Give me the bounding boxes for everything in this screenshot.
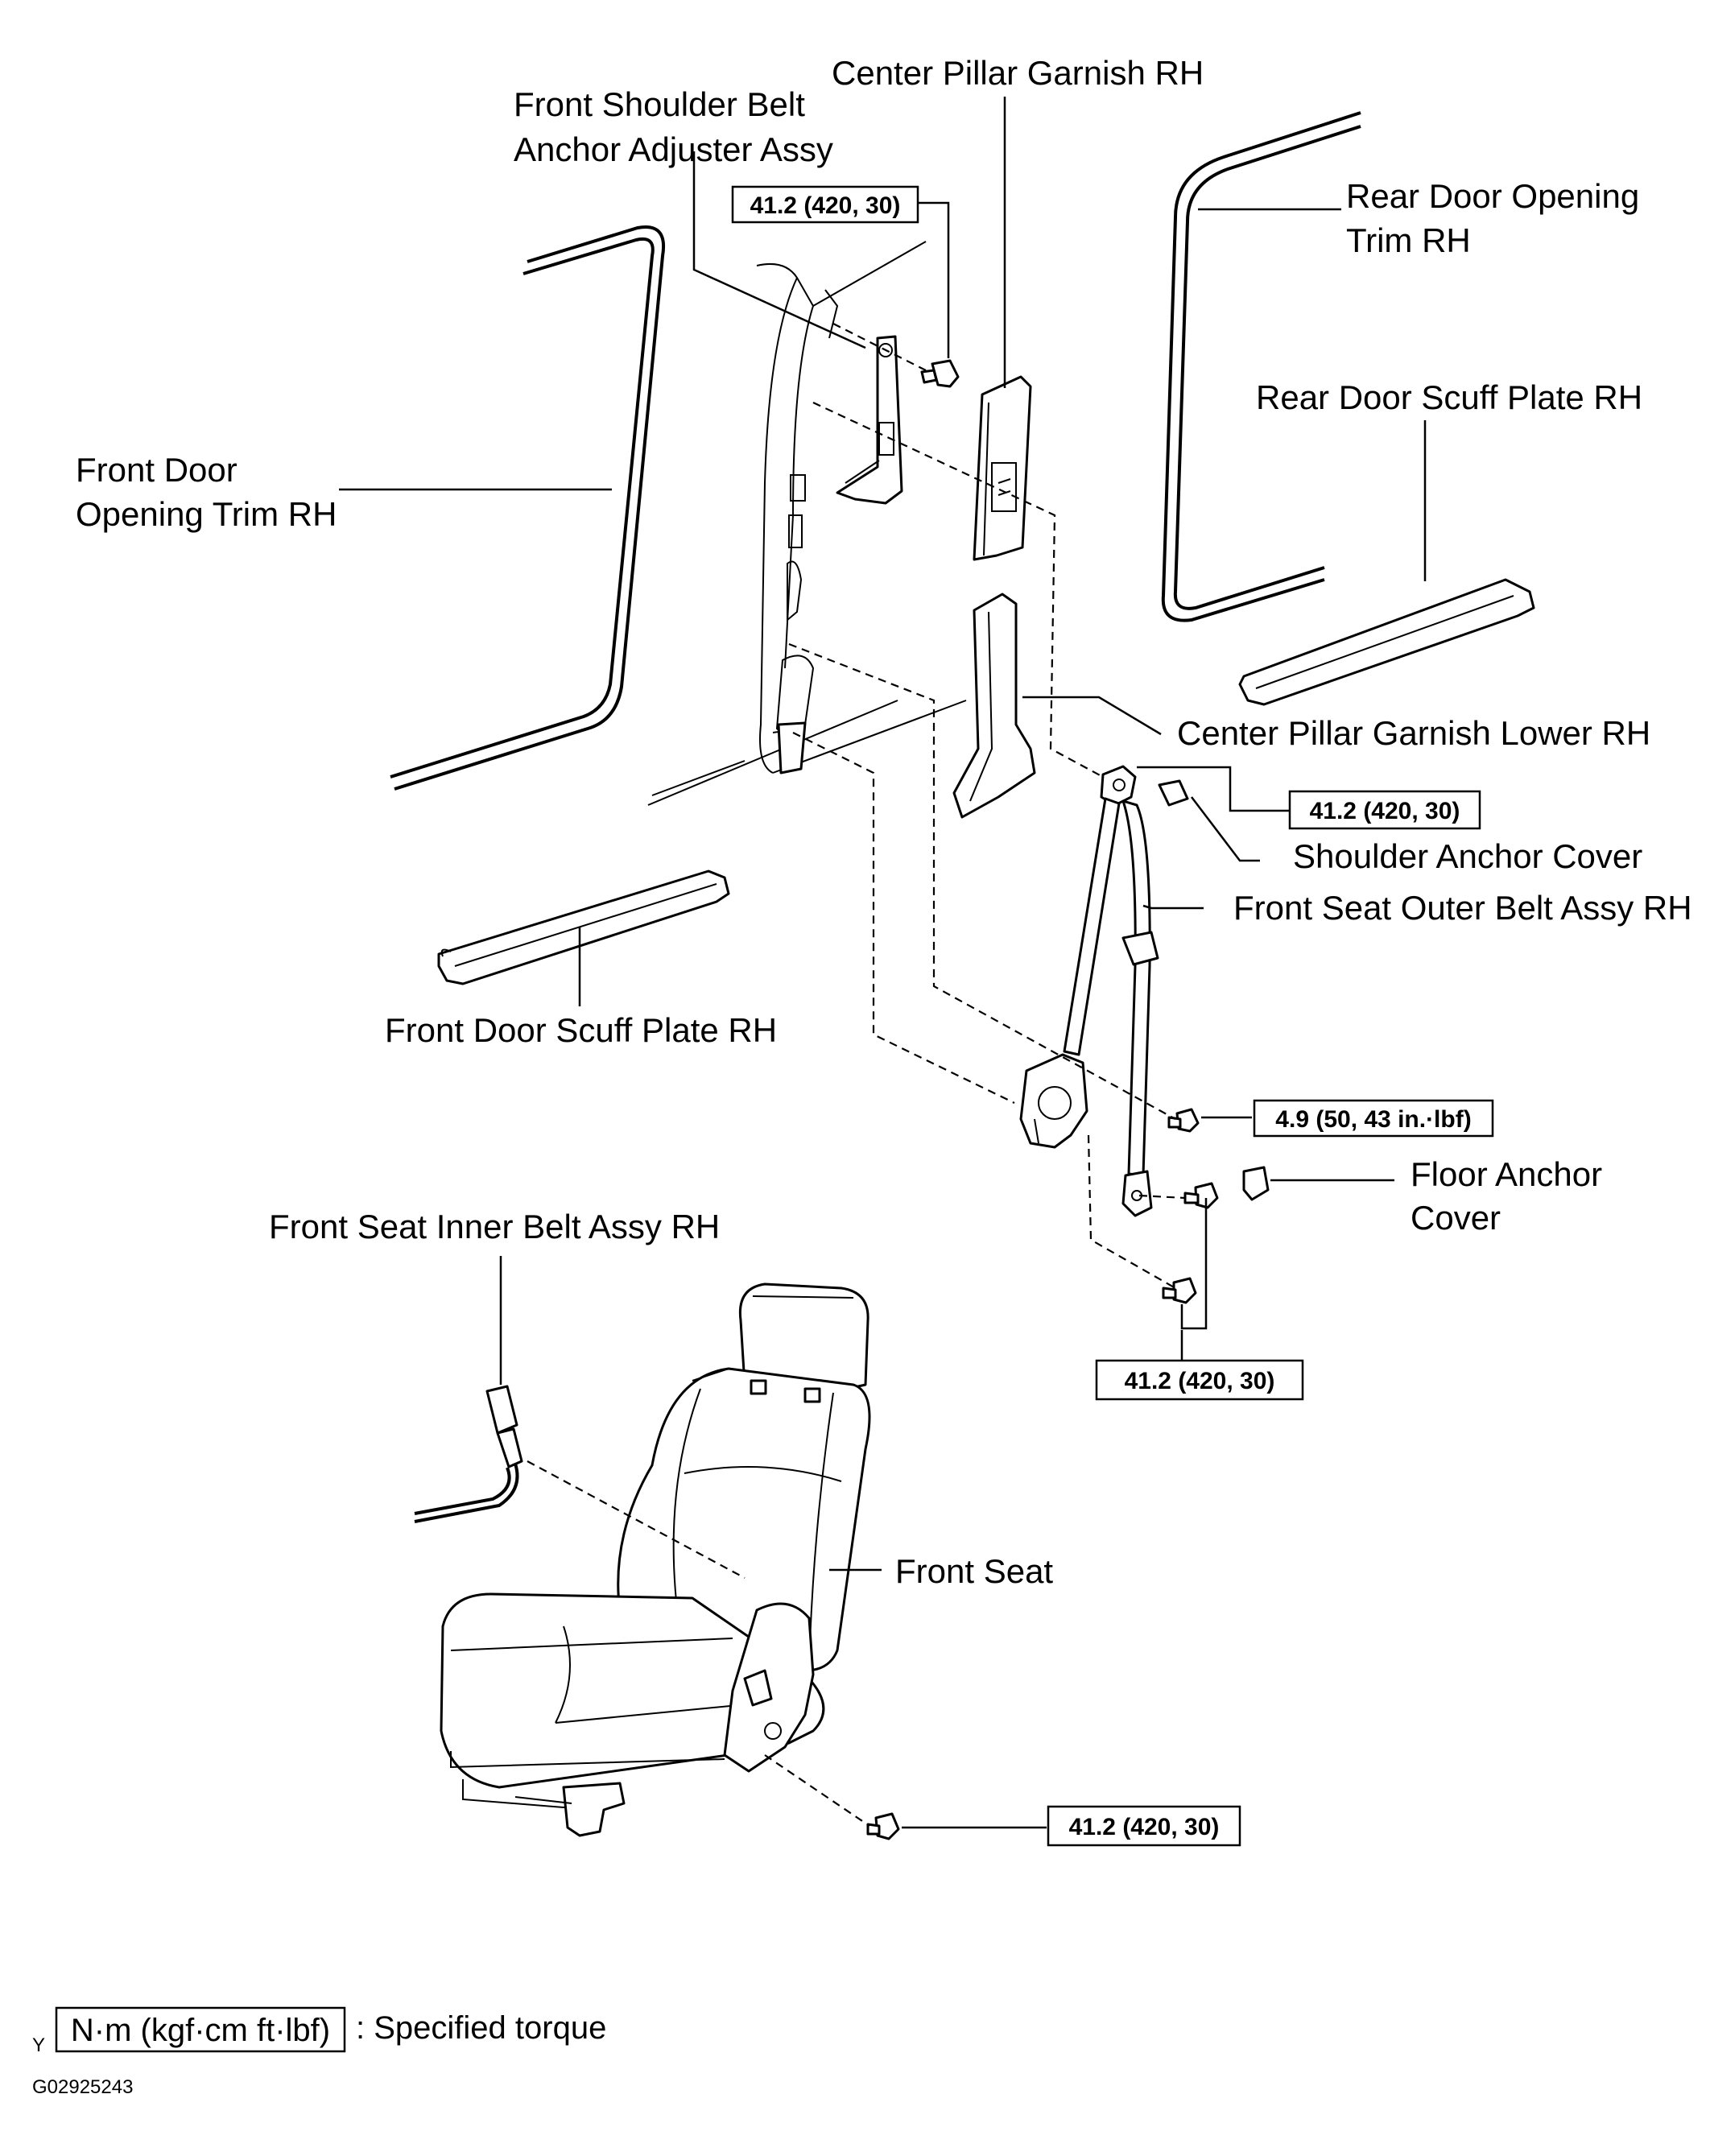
front-seat xyxy=(440,1282,871,1837)
svg-text:41.2 (420, 30): 41.2 (420, 30) xyxy=(1310,798,1460,824)
shoulder-belt-anchor-adjuster xyxy=(836,335,903,505)
label-pillar-lower: Center Pillar Garnish Lower RH xyxy=(1177,714,1650,752)
rear-door-scuff-plate xyxy=(1238,578,1535,706)
front-seat-outer-belt xyxy=(1019,765,1159,1217)
label-front-door-trim-line1: Front Door xyxy=(76,451,238,489)
legend-marker: Y xyxy=(32,2034,45,2056)
label-floor-cover-line1: Floor Anchor xyxy=(1411,1155,1602,1193)
label-shoulder-adjuster-line1: Front Shoulder Belt xyxy=(514,85,805,123)
floor-anchor-bolt-lower xyxy=(1162,1277,1197,1304)
seat-bolt xyxy=(866,1812,900,1840)
label-shoulder-cover: Shoulder Anchor Cover xyxy=(1293,837,1642,875)
label-inner-belt: Front Seat Inner Belt Assy RH xyxy=(269,1208,720,1245)
label-center-pillar-garnish: Center Pillar Garnish RH xyxy=(832,54,1204,92)
svg-text:41.2 (420, 30): 41.2 (420, 30) xyxy=(1125,1368,1275,1394)
label-floor-cover-line2: Cover xyxy=(1411,1199,1501,1237)
label-front-door-trim-line2: Opening Trim RH xyxy=(76,495,337,533)
figure-code: G02925243 xyxy=(32,2076,133,2098)
front-seat-inner-belt xyxy=(414,1385,523,1523)
leader-lines xyxy=(339,97,1427,1829)
floor-anchor-bolt-upper xyxy=(1183,1182,1219,1209)
retractor-bolt xyxy=(1167,1108,1200,1133)
front-door-opening-trim xyxy=(390,225,665,791)
shoulder-anchor-cover xyxy=(1158,779,1189,807)
torque-box-seat: 41.2 (420, 30) xyxy=(1047,1805,1241,1847)
front-door-scuff-plate xyxy=(437,869,730,985)
label-rear-door-trim-line1: Rear Door Opening xyxy=(1346,177,1639,215)
label-front-seat: Front Seat xyxy=(895,1552,1053,1590)
svg-text:41.2 (420, 30): 41.2 (420, 30) xyxy=(1069,1814,1220,1840)
svg-text:4.9 (50, 43 in.·lbf): 4.9 (50, 43 in.·lbf) xyxy=(1275,1106,1471,1133)
adjuster-bolt xyxy=(920,359,960,388)
torque-box-retractor: 4.9 (50, 43 in.·lbf) xyxy=(1253,1099,1494,1138)
assembly-lines xyxy=(527,323,1186,1827)
label-shoulder-adjuster-line2: Anchor Adjuster Assy xyxy=(514,130,833,168)
torque-box-floor-anchor: 41.2 (420, 30) xyxy=(1095,1359,1304,1401)
legend-unit: N·m (kgf·cm ft·lbf) xyxy=(71,2013,330,2048)
label-rear-scuff: Rear Door Scuff Plate RH xyxy=(1256,378,1642,416)
center-pillar-body xyxy=(647,241,967,806)
legend-text: : Specified torque xyxy=(356,2010,606,2046)
torque-box-adjuster: 41.2 (420, 30) xyxy=(731,185,919,224)
label-rear-door-trim-line2: Trim RH xyxy=(1346,221,1471,259)
torque-box-shoulder-anchor: 41.2 (420, 30) xyxy=(1288,790,1481,830)
label-front-scuff: Front Door Scuff Plate RH xyxy=(385,1011,777,1049)
torque-legend: Y N·m (kgf·cm ft·lbf) : Specified torque xyxy=(32,2006,606,2056)
center-pillar-garnish-lower xyxy=(952,593,1036,819)
rear-door-opening-trim xyxy=(1161,111,1361,622)
label-outer-belt: Front Seat Outer Belt Assy RH xyxy=(1233,889,1692,927)
svg-text:41.2 (420, 30): 41.2 (420, 30) xyxy=(750,192,901,219)
center-pillar-garnish-upper xyxy=(973,375,1032,561)
floor-anchor-cover xyxy=(1242,1166,1270,1201)
